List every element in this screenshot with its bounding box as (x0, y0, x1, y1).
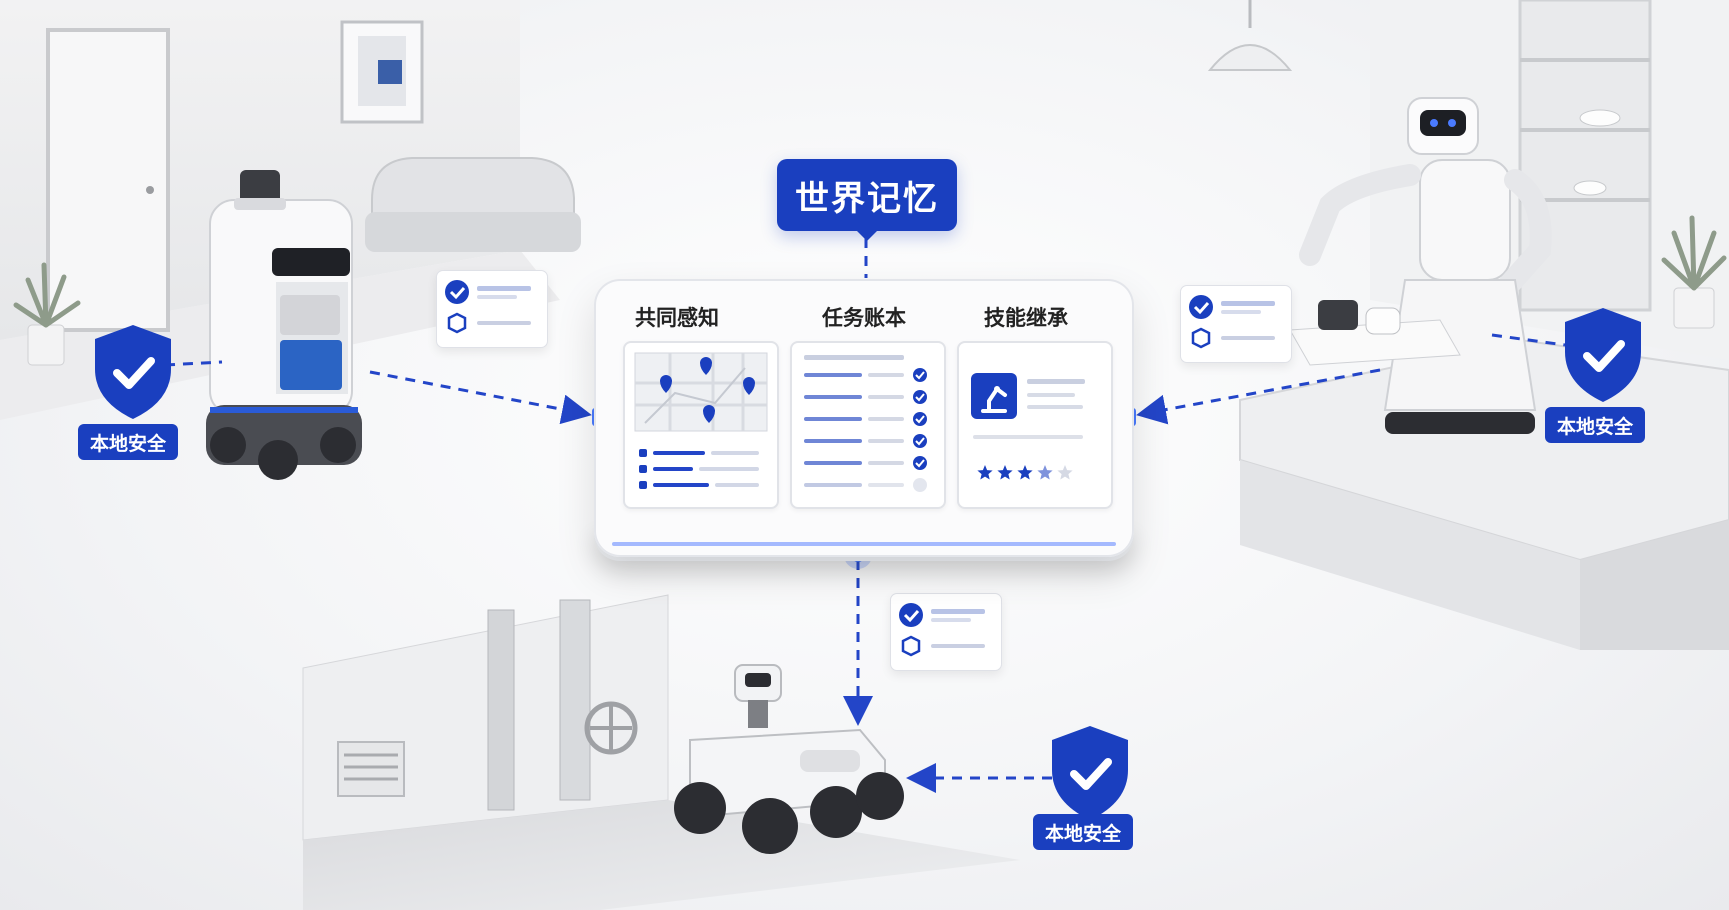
shield-check-icon (1565, 308, 1641, 402)
local-security-label-left: 本地安全 (78, 424, 179, 460)
map-graphic (634, 352, 768, 489)
hub-glow (612, 542, 1116, 546)
skill-graphic (971, 373, 1085, 480)
ledger-rows (804, 368, 927, 492)
ledger-graphic (804, 355, 927, 492)
cube-icon (901, 635, 921, 657)
star-icon (997, 465, 1013, 480)
check-circle-icon (445, 280, 469, 304)
world-memory-title: 世界记忆 (777, 159, 957, 241)
status-card-bottom (890, 593, 1002, 671)
check-circle-icon (899, 603, 923, 627)
column-title-shared-perception: 共同感知 (635, 306, 719, 330)
status-card-right (1180, 285, 1292, 363)
column-title-task-ledger: 任务账本 (822, 306, 906, 330)
connector-lines (164, 238, 1566, 793)
check-circle-icon (1189, 295, 1213, 319)
star-icon (977, 465, 993, 480)
local-security-label-bottom: 本地安全 (1033, 814, 1134, 850)
status-card-graphic (445, 280, 531, 334)
star-icon (1037, 465, 1053, 480)
local-security-label-right: 本地安全 (1545, 407, 1646, 443)
shield-check-icon (95, 325, 171, 419)
map-pin-icon (660, 357, 755, 423)
skill-inheritance-panel (957, 341, 1113, 509)
bottom-room (302, 594, 1020, 910)
task-ledger-panel (790, 341, 946, 509)
cube-icon (447, 312, 467, 334)
status-card-left (436, 270, 548, 348)
column-title-skill-inheritance: 技能继承 (984, 306, 1068, 330)
cube-icon (1191, 327, 1211, 349)
shield-check-icon (1052, 726, 1128, 820)
left-room (0, 0, 581, 480)
star-icon (1017, 465, 1033, 480)
shared-perception-panel (623, 341, 779, 509)
star-icon (1057, 465, 1073, 480)
rating-stars (977, 465, 1073, 480)
